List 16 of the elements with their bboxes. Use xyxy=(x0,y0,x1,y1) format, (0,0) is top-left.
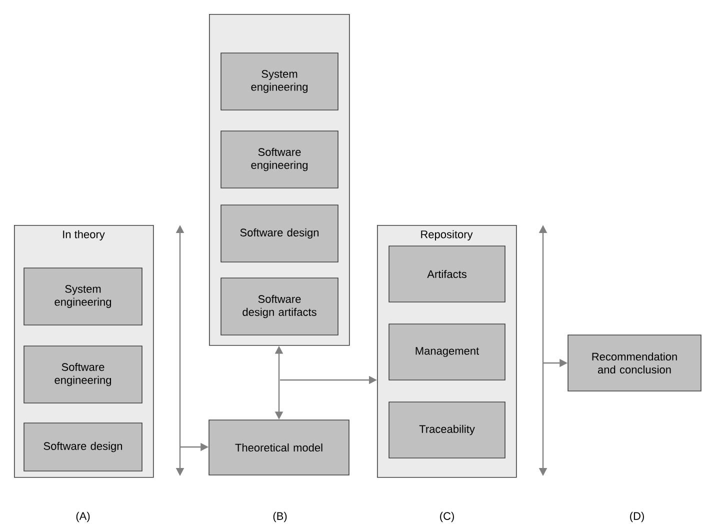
process-box: Software design xyxy=(24,422,142,472)
panel-label: (B) xyxy=(273,512,287,522)
process-box: Recommendation and conclusion xyxy=(568,334,702,392)
panel-label: (D) xyxy=(630,512,644,522)
process-box: Artifacts xyxy=(388,246,506,302)
panel-label: (A) xyxy=(76,512,90,522)
process-box: Software design xyxy=(220,204,338,262)
process-box: Software design artifacts xyxy=(220,278,338,336)
panel-label: (C) xyxy=(440,512,454,522)
process-box: Theoretical model xyxy=(208,420,350,476)
process-box: Software engineering xyxy=(24,346,142,404)
process-box: Management xyxy=(388,324,506,380)
process-box: System engineering xyxy=(220,52,338,110)
process-box: Traceability xyxy=(388,402,506,458)
process-box: Software engineering xyxy=(220,130,338,188)
process-box: System engineering xyxy=(24,268,142,326)
